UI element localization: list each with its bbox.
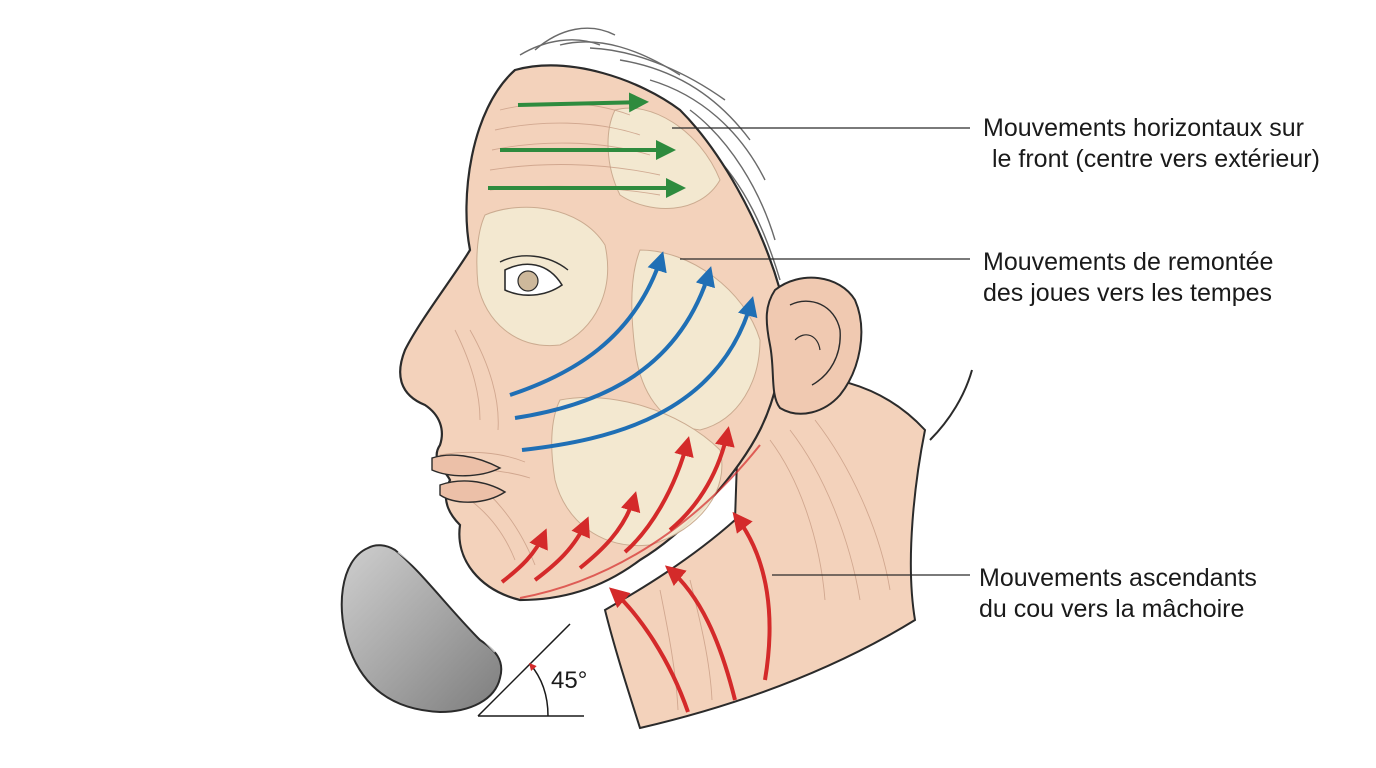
jaw-arrow-2 bbox=[533, 516, 590, 582]
annotation-forehead-line2: le front (centre vers extérieur) bbox=[992, 145, 1320, 173]
annotation-cheeks-line2: des joues vers les tempes bbox=[983, 279, 1272, 307]
neck-arrows bbox=[609, 511, 772, 713]
angle-label: 45° bbox=[551, 667, 587, 694]
neck-arrow-2 bbox=[664, 565, 737, 701]
gua-sha-stone-icon bbox=[340, 544, 503, 714]
cheek-arrow-1 bbox=[509, 251, 667, 397]
neck-arrow-1 bbox=[609, 587, 690, 713]
annotation-forehead: Mouvements horizontaux sur le front (cen… bbox=[983, 114, 1320, 173]
ear bbox=[765, 276, 863, 415]
annotation-neck-line2: du cou vers la mâchoire bbox=[979, 595, 1244, 623]
jaw-arrow-4 bbox=[623, 436, 694, 554]
jaw-arrow-5 bbox=[668, 426, 735, 532]
lips bbox=[431, 454, 507, 503]
muscle-overlay bbox=[476, 107, 761, 547]
annotation-forehead-line1: Mouvements horizontaux sur bbox=[983, 114, 1304, 142]
annotation-cheeks: Mouvements de remontée des joues vers le… bbox=[983, 248, 1273, 307]
annotation-neck: Mouvements ascendants du cou vers la mâc… bbox=[979, 564, 1257, 623]
cheek-arrow-2 bbox=[514, 266, 715, 420]
eye bbox=[499, 255, 569, 296]
cheek-arrow-3 bbox=[521, 296, 758, 452]
annotation-cheeks-line1: Mouvements de remontée bbox=[983, 248, 1273, 276]
hair-strands bbox=[519, 27, 781, 281]
jawline-contour bbox=[519, 444, 761, 599]
cheek-arrows bbox=[509, 251, 758, 452]
forehead-arrow-1 bbox=[517, 92, 649, 113]
jaw-arrows bbox=[500, 426, 735, 584]
jaw-arrow-3 bbox=[578, 491, 641, 570]
neck-arrow-3 bbox=[732, 511, 772, 681]
angle-indicator bbox=[477, 623, 584, 717]
forehead-arrows bbox=[488, 92, 686, 198]
leader-lines bbox=[672, 127, 970, 576]
jaw-arrow-1 bbox=[500, 528, 548, 584]
annotation-neck-line1: Mouvements ascendants bbox=[979, 564, 1257, 592]
